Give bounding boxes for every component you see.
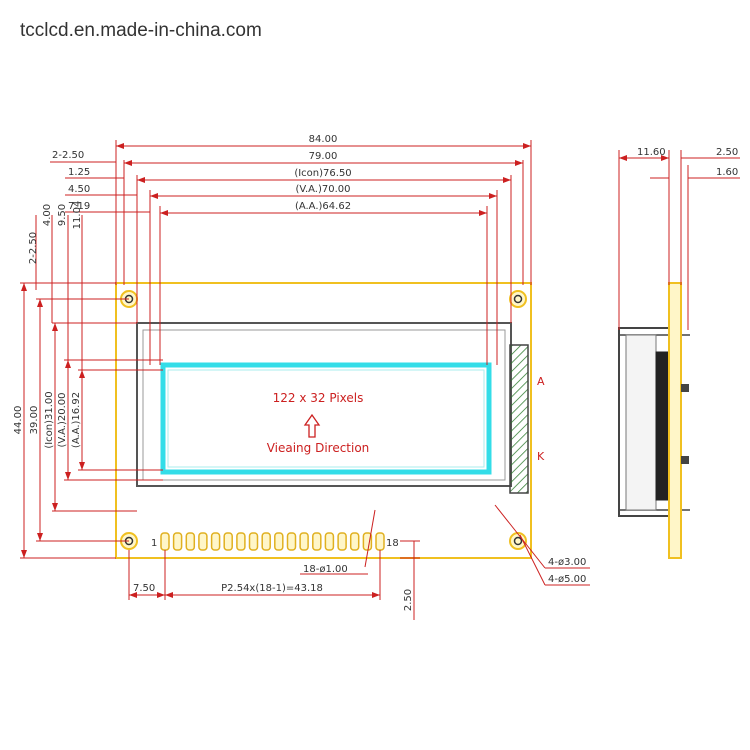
- dim-70: (V.A.)70.00: [295, 184, 350, 195]
- dim-450: 4.50: [68, 184, 90, 195]
- pin: [185, 532, 196, 551]
- dim-79: 79.00: [309, 151, 338, 162]
- pin: [223, 532, 233, 551]
- dim-side-1160: 11.60: [637, 147, 666, 158]
- pin: [172, 532, 183, 551]
- dim-v-1692: (A.A.)16.92: [71, 392, 82, 448]
- active-area: [167, 369, 485, 468]
- dim-v-1104: 11.04: [72, 201, 83, 230]
- pin: [248, 532, 259, 551]
- dim-750: 7.50: [133, 583, 155, 594]
- dim-v-400: 4.00: [42, 204, 53, 226]
- pin-header: [160, 532, 385, 551]
- pin: [324, 532, 335, 551]
- dim-v-950: 9.50: [57, 204, 68, 226]
- pin: [274, 532, 284, 551]
- dim-hole5: 4-ø5.00: [548, 574, 586, 585]
- viewing-direction-label: Vieaing Direction: [267, 441, 370, 455]
- pixel-resolution-label: 122 x 32 Pixels: [273, 391, 364, 405]
- dim-pitch: P2.54x(18-1)=43.18: [221, 583, 323, 594]
- anode-label: A: [537, 375, 545, 388]
- side-dimensions: [618, 150, 740, 330]
- dim-side-160: 1.60: [716, 167, 738, 178]
- dim-v-31: (Icon)31.00: [44, 391, 55, 448]
- pin: [349, 532, 360, 551]
- pin: [375, 532, 385, 551]
- dim-84: 84.00: [309, 134, 338, 145]
- cathode-label: K: [537, 450, 545, 463]
- pcb-outline: [115, 282, 532, 559]
- dim-v-39: 39.00: [29, 406, 40, 435]
- dim-v-2-250: 2-2.50: [28, 232, 39, 264]
- pin-18-label: 18: [386, 538, 399, 549]
- dim-64: (A.A.)64.62: [295, 201, 351, 212]
- dim-v-250: 2.50: [403, 589, 414, 611]
- dim-125: 1.25: [68, 167, 90, 178]
- dim-2-250: 2-2.50: [52, 150, 84, 161]
- pin: [286, 532, 297, 551]
- pin: [198, 532, 208, 551]
- pin: [210, 532, 221, 551]
- pin: [312, 532, 322, 551]
- pin-1-label: 1: [151, 538, 157, 549]
- dim-v-20: (V.A.)20.00: [57, 392, 68, 447]
- pin: [160, 532, 170, 551]
- bezel-inner: [142, 329, 506, 481]
- viewing-direction-arrow: [303, 413, 321, 438]
- dim-pin-dia: 18-ø1.00: [303, 564, 348, 575]
- dim-side-250: 2.50: [716, 147, 738, 158]
- pin: [362, 532, 373, 551]
- watermark-text: tcclcd.en.made-in-china.com: [20, 20, 262, 41]
- left-dimensions: [20, 215, 163, 559]
- dim-76: (Icon)76.50: [294, 168, 351, 179]
- pin: [337, 532, 347, 551]
- dim-v-44: 44.00: [13, 406, 24, 435]
- pin: [261, 532, 271, 551]
- pin: [236, 532, 246, 551]
- viewing-area: [160, 362, 492, 475]
- side-view: [618, 282, 690, 559]
- bottom-dimensions: [128, 504, 590, 620]
- pin: [299, 532, 309, 551]
- top-dimensions: [50, 140, 532, 365]
- backlight-led: [509, 344, 529, 494]
- dim-hole3: 4-ø3.00: [548, 557, 586, 568]
- dim-719: 7.19: [68, 201, 90, 212]
